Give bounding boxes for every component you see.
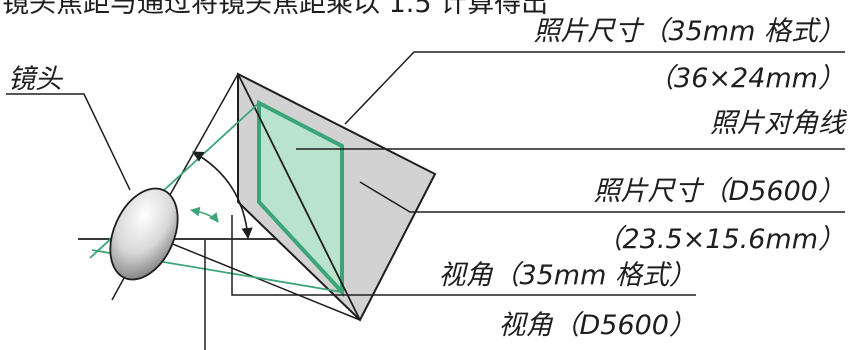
- lens-shape: [109, 187, 179, 281]
- label-photo-size-35mm: 照片尺寸（35mm 格式）: [533, 16, 845, 47]
- label-view-angle-d5600: 视角（D5600）: [498, 310, 696, 341]
- view-angle-d5600-arc: [190, 206, 219, 223]
- label-photo-size-d5600-dims: （23.5×15.6mm）: [596, 224, 845, 255]
- frame-diagonal: [237, 73, 361, 321]
- label-lens: 镜头: [8, 64, 64, 95]
- label-photo-size-35mm-dims: （36×24mm）: [647, 63, 845, 94]
- leader-lens: [6, 93, 131, 191]
- leader-photo-size-d5600: [359, 181, 845, 213]
- leader-photo-size-35mm: [344, 51, 845, 125]
- label-photo-size-d5600: 照片尺寸（D5600）: [593, 176, 845, 207]
- label-view-angle-35mm: 视角（35mm 格式）: [438, 260, 696, 291]
- label-photo-diagonal: 照片对角线: [710, 108, 848, 139]
- leader-view-angle-35mm: [231, 215, 696, 296]
- header-caption: 镜头焦距与通过将镜头焦距乘以 1.5 计算得出: [2, 0, 548, 19]
- view-angle-35mm-arc: [192, 151, 253, 240]
